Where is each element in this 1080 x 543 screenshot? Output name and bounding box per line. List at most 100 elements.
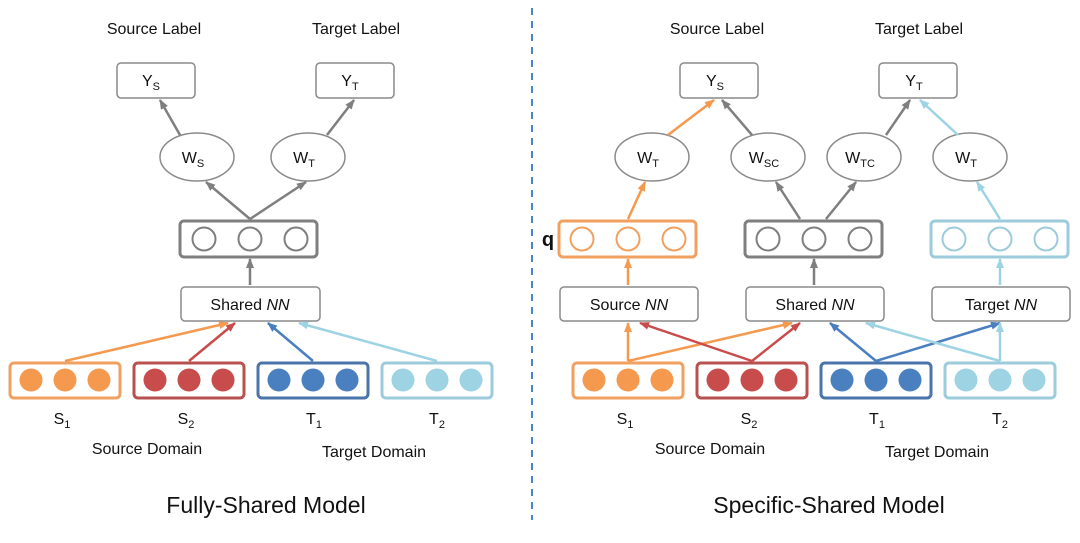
right-w2-node (730, 132, 806, 182)
left-s2-unit (211, 368, 235, 392)
left-arrow-s2 (188, 322, 236, 362)
right-target-hidden-unit (1033, 226, 1059, 252)
left-s2-unit (177, 368, 201, 392)
left-shared-nn-text: Shared NN (210, 297, 290, 314)
left-hidden-unit (237, 226, 263, 252)
right-source-domain: Source Domain (655, 441, 765, 458)
fully-shared-model: Source Label Target Label YS YT WS WT Sh… (8, 21, 494, 518)
right-source-nn-text: Source NN (590, 297, 669, 314)
right-shared-nn-text: Shared NN (775, 297, 855, 314)
left-s1-unit (19, 368, 43, 392)
right-t1-label: T1 (869, 411, 885, 431)
right-target-label: Target Label (875, 21, 963, 38)
right-s2-unit (706, 368, 730, 392)
left-target-label: Target Label (312, 21, 400, 38)
left-t1-unit (301, 368, 325, 392)
left-t2-label: T2 (429, 411, 445, 431)
right-arrow-s2-source-nn (639, 321, 753, 363)
right-arrow-wtc-yt (884, 99, 912, 136)
right-s2-label: S2 (741, 411, 758, 431)
left-arrow-t1 (267, 322, 314, 362)
left-yt-box (315, 62, 395, 99)
left-source-label: Source Label (107, 21, 201, 38)
right-t1-unit (830, 368, 854, 392)
right-w4-text: WT (955, 150, 977, 170)
left-ys-box (116, 62, 196, 99)
right-ys-text: YS (706, 73, 724, 93)
right-w3-text: WTC (845, 150, 875, 170)
right-yt-text: YT (905, 73, 923, 93)
left-t1-unit (335, 368, 359, 392)
right-arrow-shared-hidden-wsc (774, 181, 802, 220)
right-target-domain: Target Domain (885, 444, 989, 461)
right-arrow-w4-yt (919, 99, 959, 136)
right-arrow-w1-ys (667, 99, 715, 136)
right-t1-unit (864, 368, 888, 392)
right-arrow-s1-shared-nn (627, 321, 793, 363)
right-source-hidden-unit (569, 226, 595, 252)
right-t1-unit (898, 368, 922, 392)
right-s2-unit (740, 368, 764, 392)
left-arrow-s1 (64, 321, 229, 363)
left-s1-unit (53, 368, 77, 392)
right-arrow-wsc-ys (721, 99, 753, 136)
left-hidden-unit (283, 226, 309, 252)
right-arrow-t2-shared-nn (865, 321, 1001, 363)
left-s2-unit (143, 368, 167, 392)
right-arrow-target-hidden-w (975, 181, 1002, 220)
right-caption: Specific-Shared Model (713, 492, 944, 518)
right-w1-text: WT (637, 150, 659, 170)
right-target-hidden-unit (941, 226, 967, 252)
right-w2-text: WSC (749, 150, 779, 170)
right-arrow-source-hidden-w (626, 181, 647, 220)
right-target-hidden-unit (987, 226, 1013, 252)
left-arrow-ws-ys (158, 99, 182, 136)
right-target-nn-box (931, 286, 1071, 322)
q-label: q (542, 229, 554, 251)
right-w1-node (614, 132, 690, 182)
right-target-nn-text: Target NN (965, 297, 1037, 314)
left-wt-node (270, 132, 346, 182)
right-shared-hidden-unit (847, 226, 873, 252)
left-t2-unit (391, 368, 415, 392)
right-w3-node (826, 132, 902, 182)
left-t2-unit (459, 368, 483, 392)
right-shared-hidden-unit (801, 226, 827, 252)
right-w4-node (932, 132, 1008, 182)
left-s2-label: S2 (178, 411, 195, 431)
right-arrow-t1-target-nn (875, 321, 1001, 363)
right-source-hidden-unit (615, 226, 641, 252)
right-shared-hidden-unit (755, 226, 781, 252)
left-s1-unit (87, 368, 111, 392)
right-arrow-shared-hidden-wtc (825, 181, 857, 220)
left-ys-text: YS (142, 73, 160, 93)
left-arrow-hidden-ws (205, 181, 251, 220)
right-source-hidden-unit (661, 226, 687, 252)
left-wt-text: WT (293, 150, 315, 170)
left-ws-text: WS (182, 150, 204, 170)
right-s1-unit (616, 368, 640, 392)
right-t2-unit (954, 368, 978, 392)
left-s1-label: S1 (54, 411, 71, 431)
right-source-label: Source Label (670, 21, 764, 38)
left-source-domain: Source Domain (92, 441, 202, 458)
left-target-domain: Target Domain (322, 444, 426, 461)
left-arrow-wt-yt (326, 99, 355, 136)
right-arrow-s2-shared-nn (751, 322, 801, 362)
left-arrow-t2 (298, 321, 438, 363)
left-t1-unit (267, 368, 291, 392)
right-s1-unit (582, 368, 606, 392)
right-shared-nn-box (745, 286, 885, 322)
left-arrow-hidden-wt (249, 180, 307, 221)
left-hidden-unit (191, 226, 217, 252)
right-yt-box (878, 62, 958, 99)
right-ys-box (679, 62, 759, 99)
left-yt-text: YT (341, 73, 359, 93)
right-t2-unit (1022, 368, 1046, 392)
left-caption: Fully-Shared Model (166, 492, 365, 518)
right-t2-unit (988, 368, 1012, 392)
left-t1-label: T1 (306, 411, 322, 431)
right-s2-unit (774, 368, 798, 392)
